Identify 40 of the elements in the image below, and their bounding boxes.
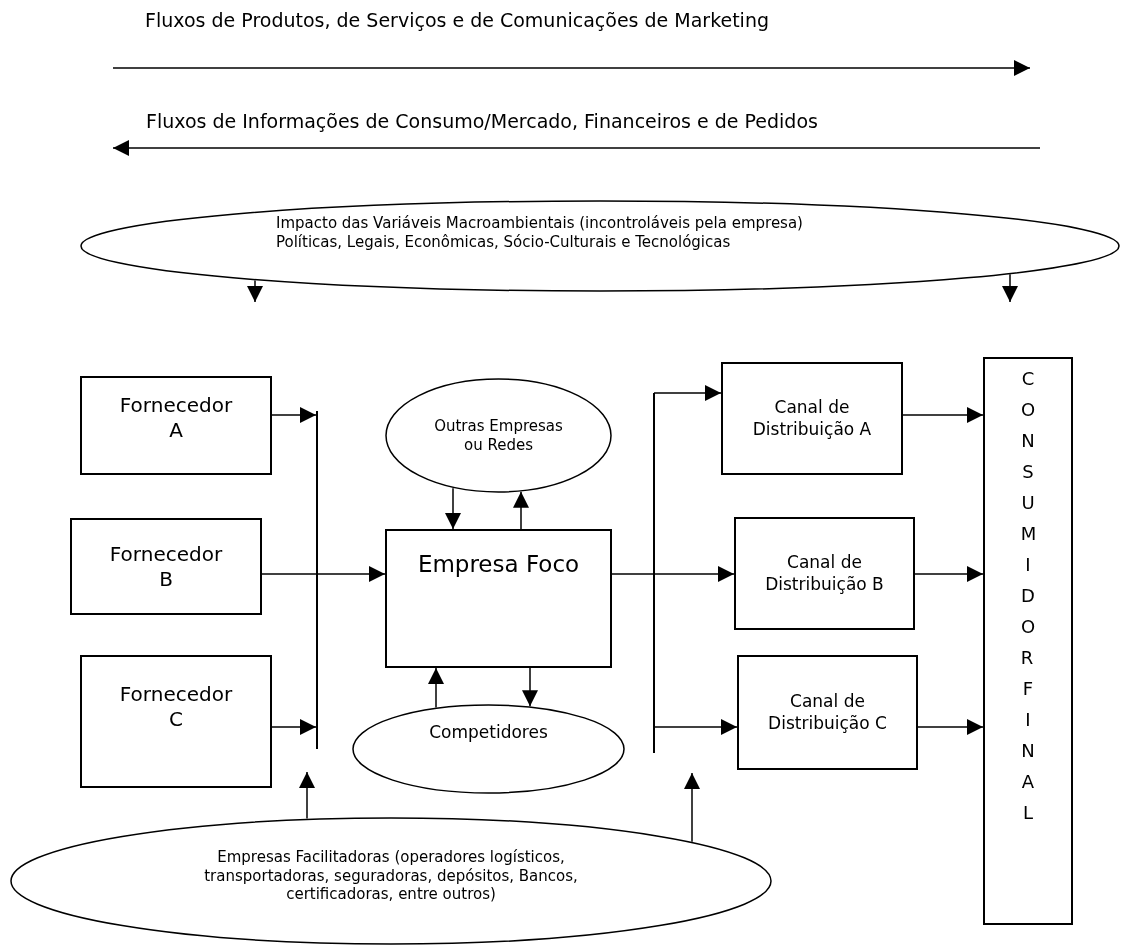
arrow <box>902 407 984 423</box>
node-label: Fornecedor C <box>118 681 234 732</box>
node-label: Canal de Distribuição A <box>752 397 872 440</box>
process-box <box>737 655 918 770</box>
arrow <box>247 279 263 303</box>
node-label: Fornecedor B <box>108 541 224 592</box>
arrow <box>261 566 386 582</box>
arrow <box>299 771 315 820</box>
process-box <box>734 517 915 630</box>
arrow <box>1002 273 1018 303</box>
node-label: Políticas, Legais, Econômicas, Sócio-Culturais e Tecnológicas <box>276 232 731 252</box>
node-label: CONSUMIDOR FINAL <box>1020 367 1036 825</box>
node-label: Canal de Distribuição C <box>767 691 888 734</box>
arrow <box>428 667 444 709</box>
arrow <box>611 566 735 582</box>
node-label: Canal de Distribuição B <box>764 552 885 595</box>
arrow <box>271 719 317 735</box>
node-label: Empresas Facilitadoras (operadores logísticos, transportadoras, seguradoras, depósitos, Bancos, certificadoras, entre outros) <box>203 847 579 905</box>
process-box <box>721 362 903 475</box>
arrow <box>653 385 722 401</box>
flow-label: Fluxos de Informações de Consumo/Mercado, Financeiros e de Pedidos <box>146 110 818 132</box>
arrow <box>917 719 984 735</box>
node-label: Fornecedor A <box>118 392 234 443</box>
flow-label: Fluxos de Produtos, de Serviços e de Comunicações de Marketing <box>145 9 769 31</box>
arrow <box>271 407 317 423</box>
process-box <box>70 518 262 615</box>
arrow <box>684 772 700 843</box>
process-box <box>80 655 272 788</box>
node-label: Competidores <box>429 722 548 744</box>
node-label: Outras Empresas ou Redes <box>433 416 564 455</box>
arrow <box>445 487 461 530</box>
arrow <box>914 566 984 582</box>
process-box <box>80 376 272 475</box>
node-label: Empresa Foco <box>417 550 580 579</box>
process-box <box>983 357 1073 925</box>
process-box <box>385 529 612 668</box>
arrow <box>522 667 538 707</box>
node-label: Impacto das Variáveis Macroambientais (incontroláveis pela empresa) <box>276 214 803 233</box>
arrow <box>654 719 738 735</box>
arrow <box>513 491 529 530</box>
